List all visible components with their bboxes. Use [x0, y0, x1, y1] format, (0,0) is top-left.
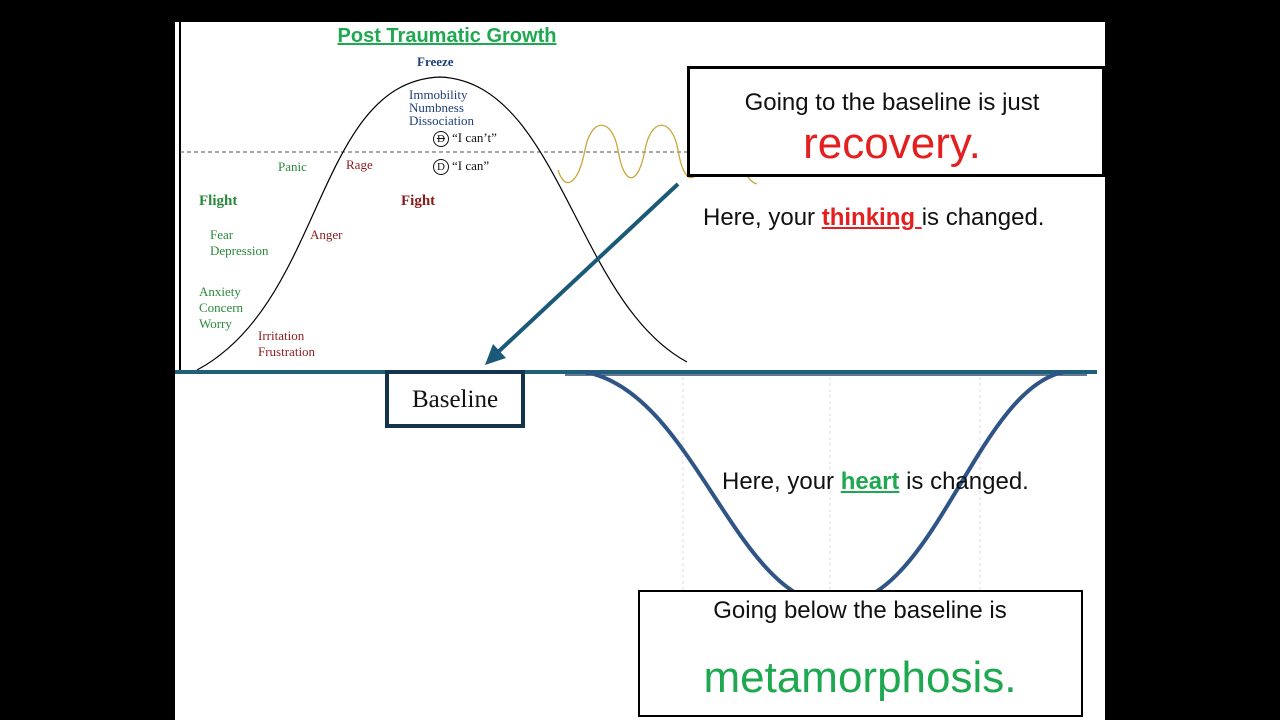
thinking-sentence-before: Here, your: [703, 204, 822, 231]
label-fight: Fight: [401, 193, 436, 209]
recovery-callout: Going to the baseline is just recovery.: [687, 66, 1105, 177]
slide: Post Traumatic Growth Freeze Immobility …: [175, 22, 1105, 720]
recovery-keyword: recovery.: [803, 119, 981, 168]
heart-keyword: heart: [840, 468, 900, 495]
thinking-keyword: thinking: [821, 204, 922, 231]
label-concern: Concern: [199, 300, 244, 315]
arrow-head: [485, 344, 506, 365]
label-worry: Worry: [199, 316, 232, 331]
label-i-cant: D“I can’t”: [433, 130, 497, 148]
circle-d-slash-icon: D: [433, 131, 449, 148]
heart-sentence: Here, your heart is changed.: [722, 468, 1029, 496]
diagram-title: Post Traumatic Growth: [337, 25, 557, 47]
heart-sentence-after: is changed.: [899, 468, 1029, 495]
label-i-cant-text: “I can’t”: [452, 130, 497, 145]
label-immobility: Immobility: [409, 87, 468, 102]
label-anger: Anger: [310, 227, 343, 242]
label-i-can: D“I can”: [433, 158, 490, 176]
label-flight: Flight: [199, 193, 238, 209]
label-irritation: Irritation: [258, 328, 305, 343]
circle-d-icon: D: [433, 159, 449, 176]
label-i-can-text: “I can”: [452, 158, 490, 173]
baseline-label-box: Baseline: [385, 370, 525, 428]
label-frustration: Frustration: [258, 344, 316, 359]
label-depression: Depression: [210, 243, 269, 258]
label-dissociation: Dissociation: [409, 113, 474, 128]
label-panic: Panic: [278, 159, 307, 174]
label-fear: Fear: [210, 227, 234, 242]
heart-sentence-before: Here, your: [722, 468, 841, 495]
thinking-sentence: Here, your thinking is changed.: [703, 204, 1044, 232]
metamorphosis-callout: Going below the baseline is metamorphosi…: [638, 590, 1083, 717]
label-rage: Rage: [346, 157, 373, 172]
metamorphosis-keyword: metamorphosis.: [703, 653, 1017, 702]
label-numbness: Numbness: [409, 100, 464, 115]
metamorphosis-intro-text: Going below the baseline is: [713, 597, 1007, 624]
label-anxiety: Anxiety: [199, 284, 241, 299]
arrow-shaft: [495, 182, 680, 355]
recovery-intro-text: Going to the baseline is just: [744, 89, 1040, 116]
arousal-bell-curve: [196, 76, 688, 371]
label-freeze: Freeze: [417, 54, 454, 69]
thinking-sentence-after: is changed.: [921, 204, 1045, 231]
